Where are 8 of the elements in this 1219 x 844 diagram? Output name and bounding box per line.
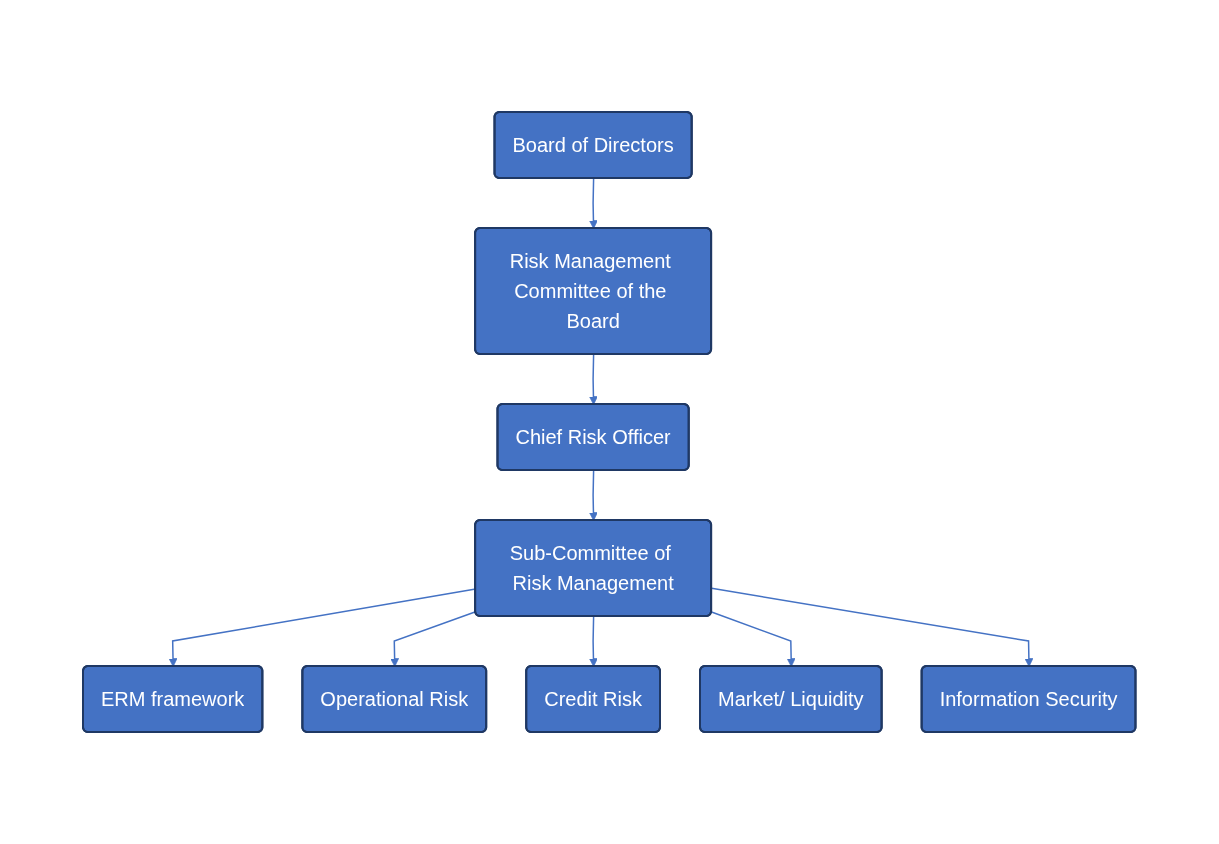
arrow: [589, 177, 599, 229]
arrow: [589, 469, 599, 521]
arrow: [711, 587, 1034, 667]
arrow: [390, 611, 477, 667]
arrow: [589, 353, 599, 405]
arrow: [168, 588, 477, 667]
arrow: [589, 615, 599, 667]
arrow: [711, 611, 796, 667]
